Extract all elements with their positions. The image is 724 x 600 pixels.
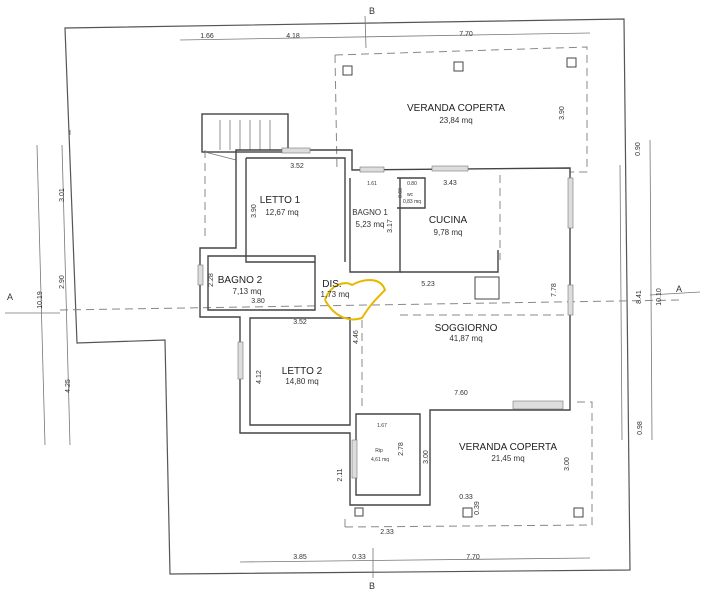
dim-left-2: 2.90 (59, 275, 66, 289)
dim-letto1-h: 3.90 (251, 204, 258, 218)
room-cucina-name: CUCINA (429, 215, 468, 226)
room-letto1-area: 12,67 mq (265, 208, 298, 217)
dim-veranda-bottom-w: 2.33 (380, 529, 394, 536)
section-a-right: A (676, 284, 682, 294)
dim-bottom-1: 3.85 (293, 554, 307, 561)
dim-top-2: 4.18 (286, 33, 300, 40)
dim-dis-h: 4.46 (353, 330, 360, 344)
windows (197, 147, 574, 479)
stairs (201, 113, 289, 161)
dim-pillar-h: 0.39 (474, 501, 481, 515)
dim-left-3: 4.25 (65, 379, 72, 393)
dim-rip-side: 2.11 (337, 468, 344, 481)
dim-veranda-bottom-h2: 3.00 (564, 457, 571, 471)
dim-bagno1-h: 3.17 (387, 219, 394, 233)
room-veranda-bottom-area: 21,45 mq (491, 454, 524, 463)
room-cucina-area: 9,78 mq (434, 228, 463, 237)
section-b-bottom: B (369, 581, 375, 591)
dim-right-total: 10.10 (656, 288, 663, 306)
dim-letto2-w: 3.52 (293, 319, 307, 326)
room-letto2-area: 14,80 mq (285, 377, 318, 386)
dim-bottom-2: 0.33 (352, 554, 366, 561)
section-b-top: B (369, 6, 375, 16)
room-soggiorno-area: 41,87 mq (449, 334, 482, 343)
dim-rip-h: 2.78 (398, 442, 405, 456)
dim-bagno2-w: 3.80 (251, 298, 265, 305)
room-veranda-top-area: 23,84 mq (439, 116, 472, 125)
room-bagno1-area: 5,23 mq (356, 220, 385, 229)
dim-bagno1-w: 1.61 (367, 181, 377, 187)
dim-veranda-top-depth: 3.90 (559, 106, 566, 120)
section-a-left: A (7, 292, 13, 302)
dim-rip-w: 1.67 (377, 423, 387, 429)
dimension-lines (5, 15, 701, 578)
room-wc-area: 0,83 mq (403, 199, 421, 205)
dim-right-2: 8.41 (636, 290, 643, 304)
dim-top-1: 1.66 (200, 33, 214, 40)
room-bagno1-name: BAGNO 1 (352, 208, 388, 217)
dim-cucina-w: 3.43 (443, 180, 457, 187)
veranda-top-outline (334, 46, 588, 173)
signature-mark (324, 279, 387, 321)
veranda-bottom-outline (344, 401, 593, 528)
dim-right-3: 0.98 (637, 421, 644, 435)
dim-bottom-3: 7.70 (466, 554, 480, 561)
room-veranda-bottom-name: VERANDA COPERTA (459, 442, 557, 453)
room-dis-area: 1,73 mq (321, 290, 350, 299)
dim-cucina-bottom: 5.23 (421, 281, 435, 288)
room-letto1-name: LETTO 1 (260, 195, 301, 206)
dim-top-3: 7.70 (459, 31, 473, 38)
dim-soggiorno-h: 7.78 (551, 283, 558, 297)
room-veranda-top-name: VERANDA COPERTA (407, 103, 505, 114)
room-soggiorno-name: SOGGIORNO (435, 323, 498, 334)
room-dis-name: DIS. (322, 279, 341, 290)
dim-letto2-h: 4.12 (256, 370, 263, 384)
dim-right-1: 0.90 (635, 142, 642, 156)
room-rip-name: Rip (375, 448, 383, 454)
room-bagno2-area: 7,13 mq (233, 287, 262, 296)
room-wc-width: 0.80 (407, 181, 417, 187)
room-wc-name: wc (407, 192, 414, 198)
room-wc-height: 0.60 (398, 188, 404, 198)
dim-left-total: 10.19 (37, 291, 44, 309)
dim-left-1: 3.01 (59, 188, 66, 202)
room-bagno2-name: BAGNO 2 (218, 275, 263, 286)
lot-boundary (64, 18, 631, 575)
room-letto2-name: LETTO 2 (282, 366, 323, 377)
pillars (342, 57, 584, 518)
dim-pillar-w: 0.33 (459, 494, 473, 501)
dim-letto1-w: 3.52 (290, 163, 304, 170)
dim-bagno2-h: 2.28 (208, 273, 215, 287)
room-rip-area: 4,61 mq (371, 457, 389, 463)
dim-soggiorno-w: 7.60 (454, 390, 468, 397)
dim-veranda-bottom-h1: 3.00 (423, 450, 430, 464)
